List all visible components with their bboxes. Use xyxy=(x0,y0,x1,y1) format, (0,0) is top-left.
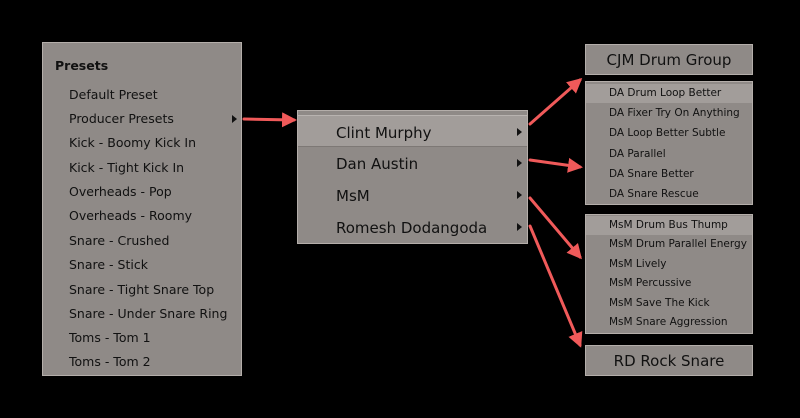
msm-item-percussive[interactable]: MsM Percussive xyxy=(609,277,692,289)
submenu-arrow-icon xyxy=(232,115,237,123)
preset-item-snare-under-ring[interactable]: Snare - Under Snare Ring xyxy=(69,306,228,321)
preset-item-default[interactable]: Default Preset xyxy=(69,87,158,102)
preset-item-snare-tight-top[interactable]: Snare - Tight Snare Top xyxy=(69,282,215,297)
producers-menu: Clint Murphy Dan Austin MsM Romesh Dodan… xyxy=(297,110,528,244)
arrow-romesh-to-rd xyxy=(528,224,583,348)
producer-item-label: Romesh Dodangoda xyxy=(336,219,488,237)
preset-item-overheads-roomy[interactable]: Overheads - Roomy xyxy=(69,208,193,223)
preset-item-producer-presets[interactable]: Producer Presets xyxy=(69,111,174,126)
da-item-snare-rescue[interactable]: DA Snare Rescue xyxy=(609,188,699,200)
submenu-arrow-icon xyxy=(517,223,522,231)
producer-item-label: Dan Austin xyxy=(336,155,419,173)
preset-item-snare-crushed[interactable]: Snare - Crushed xyxy=(69,233,170,248)
preset-item-kick-boomy[interactable]: Kick - Boomy Kick In xyxy=(69,135,197,150)
submenu-arrow-icon xyxy=(517,191,522,199)
producer-item-dan-austin[interactable]: Dan Austin xyxy=(298,147,527,179)
msm-item-drum-bus-thump[interactable]: MsM Drum Bus Thump xyxy=(586,216,752,235)
preset-item-overheads-pop[interactable]: Overheads - Pop xyxy=(69,184,172,199)
msm-item-lively[interactable]: MsM Lively xyxy=(609,258,667,270)
producer-item-msm[interactable]: MsM xyxy=(298,179,527,211)
preset-item-toms-tom2[interactable]: Toms - Tom 2 xyxy=(69,354,151,369)
da-item-parallel[interactable]: DA Parallel xyxy=(609,148,666,160)
submenu-arrow-icon xyxy=(517,159,522,167)
arrow-msm-to-msm-menu xyxy=(528,196,582,260)
arrow-dan-to-da xyxy=(528,157,583,173)
preset-item-toms-tom1[interactable]: Toms - Tom 1 xyxy=(69,330,151,345)
presets-menu: Presets Default Preset Producer Presets … xyxy=(42,42,242,376)
rd-rock-snare-item[interactable]: RD Rock Snare xyxy=(585,345,753,376)
submenu-arrow-icon xyxy=(517,128,522,136)
msm-item-drum-parallel-energy[interactable]: MsM Drum Parallel Energy xyxy=(609,238,747,250)
arrow-presets-to-producers xyxy=(242,112,297,128)
dan-austin-presets-menu: DA Drum Loop Better DA Fixer Try On Anyt… xyxy=(585,81,753,205)
da-item-drum-loop-better[interactable]: DA Drum Loop Better xyxy=(586,84,752,103)
producer-item-label: MsM xyxy=(336,187,370,205)
producer-item-romesh-dodangoda[interactable]: Romesh Dodangoda xyxy=(298,211,527,243)
arrow-clint-to-cjm xyxy=(528,78,583,126)
producer-item-label: Clint Murphy xyxy=(336,124,432,142)
preset-item-kick-tight[interactable]: Kick - Tight Kick In xyxy=(69,160,185,175)
producer-item-clint-murphy[interactable]: Clint Murphy xyxy=(298,115,527,147)
msm-presets-menu: MsM Drum Bus Thump MsM Drum Parallel Ene… xyxy=(585,214,753,334)
da-item-fixer[interactable]: DA Fixer Try On Anything xyxy=(609,107,740,119)
preset-item-snare-stick[interactable]: Snare - Stick xyxy=(69,257,148,272)
msm-item-save-the-kick[interactable]: MsM Save The Kick xyxy=(609,297,710,309)
presets-menu-header: Presets xyxy=(55,58,109,73)
da-item-snare-better[interactable]: DA Snare Better xyxy=(609,168,694,180)
cjm-drum-group-item[interactable]: CJM Drum Group xyxy=(585,44,753,75)
msm-item-snare-aggression[interactable]: MsM Snare Aggression xyxy=(609,316,728,328)
da-item-loop-better-subtle[interactable]: DA Loop Better Subtle xyxy=(609,127,726,139)
